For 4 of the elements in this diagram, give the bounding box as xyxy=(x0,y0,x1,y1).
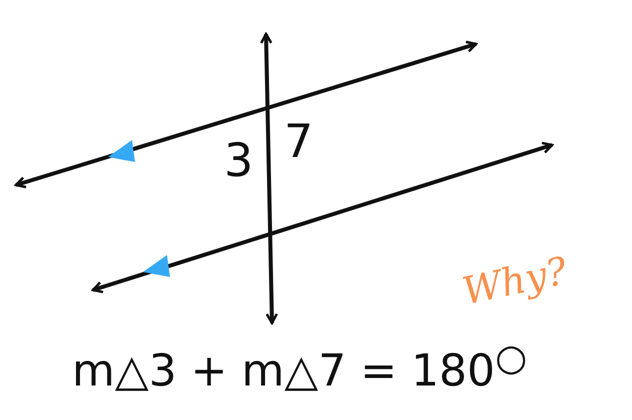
equation: m△3 + m△7 = 180$^{○}$ xyxy=(72,340,528,394)
handwritten-note: Why? xyxy=(459,251,570,311)
angle-number: 7 xyxy=(284,118,314,164)
angle-number: 3 xyxy=(224,137,254,183)
